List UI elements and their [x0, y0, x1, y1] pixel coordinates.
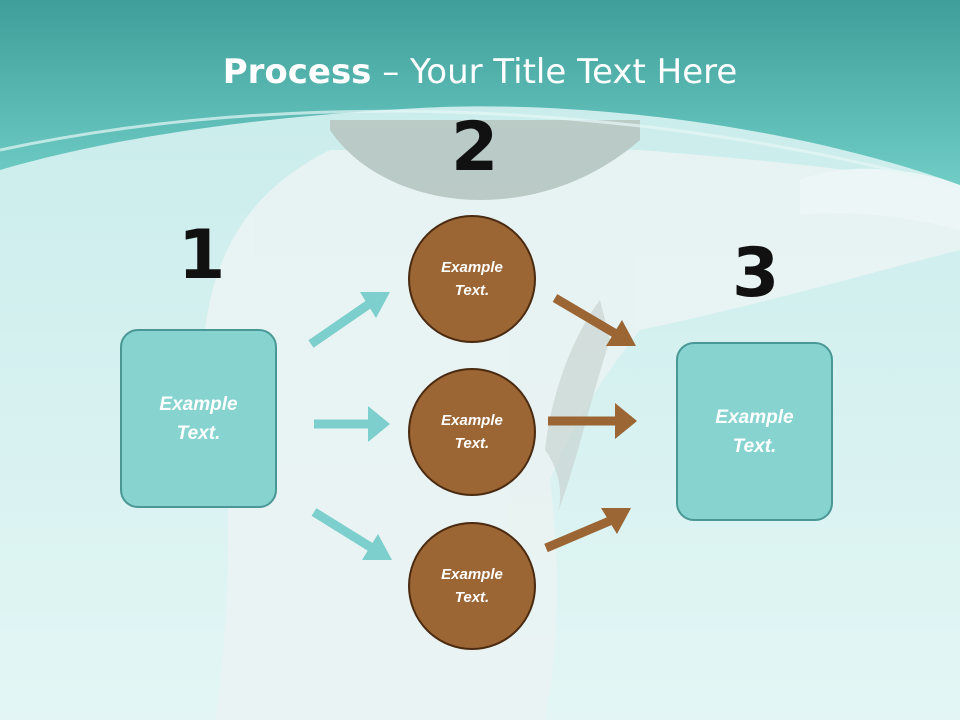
circle-bottom: Example Text.: [408, 522, 536, 650]
background-figure: [203, 120, 960, 720]
arrow-teal-middle: [314, 406, 390, 442]
circle-top-label: Example Text.: [441, 259, 503, 299]
teal-arrows: [308, 292, 392, 560]
slide-title: Process – Your Title Text Here: [0, 52, 960, 92]
arrow-brown-middle: [548, 403, 637, 439]
input-box-label: Example Text.: [159, 393, 238, 444]
title-bold: Process: [222, 52, 372, 92]
output-box: Example Text.: [676, 342, 833, 521]
circle-middle: Example Text.: [408, 368, 536, 496]
title-rest: – Your Title Text Here: [371, 52, 738, 92]
arrow-brown-down: [552, 294, 636, 346]
circle-top: Example Text.: [408, 215, 536, 343]
circle-middle-label: Example Text.: [441, 412, 503, 452]
arrow-teal-down: [311, 508, 392, 560]
output-box-label: Example Text.: [715, 406, 794, 457]
step-number-3: 3: [732, 234, 780, 313]
input-box: Example Text.: [120, 329, 277, 508]
header-curve: [0, 109, 960, 190]
step-number-1: 1: [178, 216, 226, 295]
circle-bottom-label: Example Text.: [441, 566, 503, 606]
arrow-brown-up: [544, 508, 631, 553]
brown-arrows: [544, 294, 637, 553]
arrow-teal-up: [308, 292, 390, 348]
header-band: [0, 0, 960, 185]
step-number-2: 2: [451, 108, 499, 187]
